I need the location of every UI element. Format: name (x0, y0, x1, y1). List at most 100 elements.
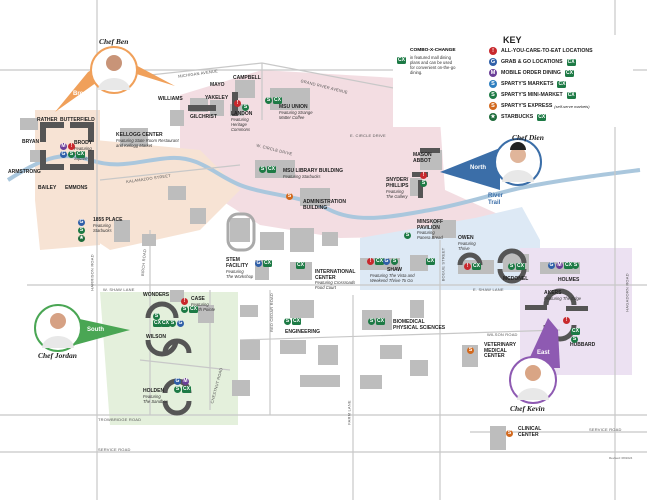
key-title: KEY (503, 35, 522, 45)
east-arrow (525, 318, 560, 368)
international-center-feature: Featuring Crossroads Food Court (315, 280, 356, 290)
key-item-icon: S (489, 91, 497, 99)
brody-hall-label: BRODY (74, 140, 93, 146)
combo-icon: CX (153, 320, 162, 327)
combo-description: in featured mall dining plans and can be… (410, 55, 456, 76)
international-center-label: INTERNATIONAL CENTER (315, 269, 356, 281)
road-farm: FARM LANE (346, 400, 352, 425)
starbucks-icon: ★ (78, 235, 85, 242)
biomedical-label: BIOMEDICAL PHYSICAL SCIENCES (393, 319, 446, 331)
sparty-mini-market-icon: S (508, 263, 515, 270)
road-bogue: BOGUE STREET (440, 247, 446, 282)
chef-jordan-direction: South (87, 327, 104, 333)
key-item-icon: ★ (489, 113, 497, 121)
sparty-mini-market-icon: S (153, 313, 160, 320)
grab-and-go-icon: G (78, 219, 85, 226)
grab-and-go-icon: G (174, 378, 181, 385)
grab-and-go-icon: G (548, 262, 555, 269)
key-item-label: STARBUCKS (501, 114, 534, 120)
sparty-mini-market-icon: S (78, 227, 85, 234)
road-wilson: WILSON ROAD (487, 332, 518, 337)
sparty-mini-market-icon: S (169, 320, 176, 327)
red-cedar-river (6, 154, 641, 220)
brody-label: Brody (73, 91, 91, 97)
road-red-cedar: RED CEDAR ROAD (269, 292, 275, 333)
all-you-care-icon: ! (464, 263, 471, 270)
mason-abbot-label: MASON ABBOT (413, 152, 432, 164)
revised-date: Revised: 08/2024 (609, 456, 633, 460)
holden-feature: Featuring The Sandbox (143, 394, 168, 404)
all-you-care-icon: ! (234, 100, 241, 107)
key-item-label: SPARTY'S MINI-MARKET (501, 92, 563, 98)
combo-icon: CX (564, 69, 574, 77)
wilson-label: WILSON (146, 334, 166, 340)
minskoff-feature: Featuring Panera Bread (417, 230, 443, 240)
map-key: KEY CX COMBO-X-CHANGE in featured mall d… (393, 35, 633, 127)
chef-ben-direction: North (139, 80, 155, 86)
combo-icon: CX (189, 306, 198, 313)
armstrong-label: ARMSTRONG (8, 169, 41, 175)
combo-icon: CX (267, 166, 276, 173)
road-service: SERVICE ROAD (98, 447, 131, 452)
kellogg-feature: Featuring State Room Restaurant and Kell… (116, 138, 179, 148)
combo-icon: CX (76, 151, 85, 158)
chef-dien-name: Chef Dien (512, 133, 544, 142)
combo-icon: CX (571, 328, 580, 335)
gilchrist-label: GILCHRIST (190, 114, 217, 120)
emmons-label: EMMONS (65, 185, 88, 191)
road-w-shaw: W. SHAW LANE (103, 287, 135, 292)
sparty-mini-market-icon: S (284, 318, 291, 325)
sparty-express-icon: S (506, 430, 513, 437)
sparty-mini-market-icon: S (404, 232, 411, 239)
sparty-mini-market-icon: S (571, 336, 578, 343)
key-item-label: SPARTY'S MARKETS (501, 81, 554, 87)
south-neighborhood-area (100, 292, 238, 425)
1855-place-feature: Featuring Starbucks (93, 223, 112, 233)
holden-label: HOLDEN (143, 388, 165, 394)
grab-and-go-icon: G (255, 260, 262, 267)
combo-icon: CX (557, 80, 567, 88)
combo-label: COMBO-X-CHANGE (410, 48, 456, 53)
campus-buildings (20, 80, 580, 450)
combo-icon: CX (375, 258, 384, 265)
key-item-label: MOBILE ORDER DINING (501, 70, 561, 76)
key-item: !ALL-YOU-CARE-TO-EAT LOCATIONS (489, 47, 593, 55)
mayo-label: MAYO (210, 82, 225, 88)
mobile-order-icon: M (60, 143, 67, 150)
key-item-icon: M (489, 69, 497, 77)
combo-icon: CX (292, 318, 301, 325)
holmes-label: HOLMES (558, 277, 580, 283)
mobile-order-icon: M (182, 378, 189, 385)
snyder-feature: Featuring The Gallery (386, 189, 408, 199)
bryan-label: BRYAN (22, 139, 40, 145)
sparty-mini-market-icon: S (391, 258, 398, 265)
sparty-mini-market-icon: S (368, 318, 375, 325)
combo-icon: CX (566, 91, 576, 99)
msu-union-label: MSU UNION (279, 104, 308, 110)
campbell-label: CAMPBELL (233, 75, 261, 81)
sparty-mini-market-icon: S (174, 386, 181, 393)
key-item-note: (self-serve markets) (554, 103, 590, 109)
bailey-label: BAILEY (38, 185, 57, 191)
landon-feature: Featuring Heritage Commons (231, 117, 251, 132)
engineering-label: ENGINEERING (285, 329, 321, 335)
road-trowbridge: TROWBRIDGE ROAD (98, 417, 142, 422)
williams-label: WILLIAMS (158, 96, 183, 102)
library-label: MSU LIBRARY BUILDING (283, 168, 343, 174)
all-you-care-icon: ! (563, 317, 570, 324)
shaw-label: SHAW (387, 267, 402, 273)
all-you-care-icon: ! (181, 298, 188, 305)
mcdonel-label: MCDONEL (503, 276, 529, 282)
key-item-icon: S (489, 102, 497, 110)
grab-and-go-icon: G (60, 151, 67, 158)
combo-icon: CX (564, 262, 573, 269)
key-item-label: SPARTY'S EXPRESS (501, 103, 553, 109)
chef-jordan-name: Chef Jordan (38, 351, 77, 360)
combo-icon: CX (516, 263, 525, 270)
combo-icon: CX (161, 320, 170, 327)
all-you-care-icon: ! (420, 172, 427, 179)
snyder-phillips-label: SNYDER/ PHILLIPS (386, 177, 409, 189)
grab-and-go-icon: G (383, 258, 390, 265)
